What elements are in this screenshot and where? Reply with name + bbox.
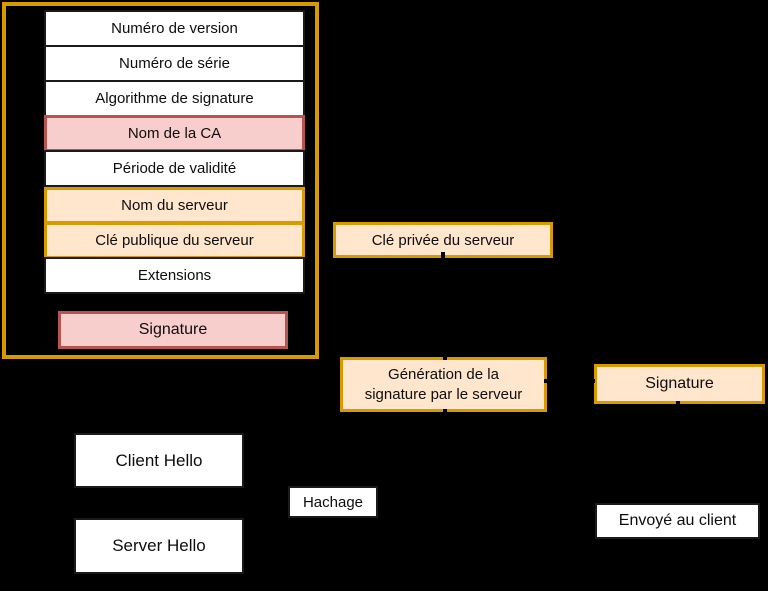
cert-row-label: Période de validité (112, 160, 237, 177)
signature-generation-line1: Génération de la (388, 365, 499, 383)
cert-row-version: Numéro de version (44, 10, 305, 47)
arrowhead-tick (441, 252, 445, 261)
arrowhead-tick (676, 401, 680, 408)
cert-row-label: Clé publique du serveur (95, 232, 254, 249)
cert-row-label: Extensions (137, 267, 212, 284)
client-hello-box: Client Hello (74, 433, 244, 488)
cert-row-server-public-key: Clé publique du serveur (44, 222, 305, 259)
hash-box: Hachage (288, 486, 378, 518)
cert-row-label: Algorithme de signature (95, 90, 254, 107)
certificate-signature-box: Signature (58, 311, 288, 349)
certificate-frame: Numéro de version Numéro de série Algori… (2, 2, 319, 359)
arrowhead-tick (443, 353, 447, 360)
cert-row-label: Nom du serveur (121, 197, 228, 214)
signature-output-label: Signature (645, 375, 714, 392)
cert-row-extensions: Extensions (44, 257, 305, 294)
cert-row-label: Nom de la CA (127, 125, 222, 142)
sent-to-client-box: Envoyé au client (595, 503, 760, 539)
certificate-rows: Numéro de version Numéro de série Algori… (44, 10, 305, 294)
server-hello-box: Server Hello (74, 518, 244, 574)
server-hello-label: Server Hello (112, 536, 206, 555)
signature-generation-box: Génération de la signature par le serveu… (340, 357, 547, 412)
client-hello-label: Client Hello (115, 450, 203, 470)
signature-generation-line2: signature par le serveur (364, 385, 523, 403)
arrowhead-tick (544, 379, 551, 383)
server-private-key-label: Clé privée du serveur (371, 231, 515, 249)
cert-row-label: Numéro de série (119, 55, 230, 72)
arrowhead-tick (588, 379, 595, 383)
sent-to-client-label: Envoyé au client (618, 512, 737, 529)
certificate-signature-label: Signature (138, 321, 208, 338)
cert-row-ca-name: Nom de la CA (44, 115, 305, 152)
hash-label: Hachage (302, 493, 364, 511)
cert-row-sig-algorithm: Algorithme de signature (44, 80, 305, 117)
cert-row-serial: Numéro de série (44, 45, 305, 82)
cert-row-server-name: Nom du serveur (44, 187, 305, 224)
signature-output-box: Signature (594, 364, 765, 404)
arrowhead-tick (443, 409, 447, 416)
cert-row-label: Numéro de version (111, 20, 238, 37)
cert-row-validity: Période de validité (44, 150, 305, 187)
